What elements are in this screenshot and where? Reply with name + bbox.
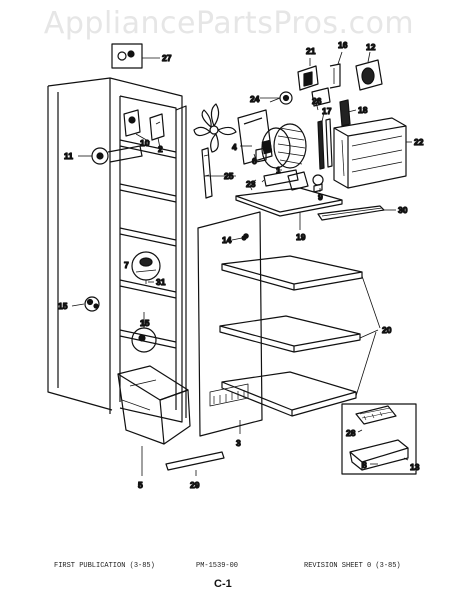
- clamp-6: [255, 147, 267, 163]
- callout-11: 11: [64, 151, 73, 161]
- shelf-bottom: [221, 371, 357, 417]
- callout-5: 5: [138, 480, 143, 490]
- inset-box: [341, 403, 417, 475]
- callout-27: 27: [162, 53, 172, 63]
- grommet-14: [241, 235, 247, 241]
- footer-revision: REVISION SHEET 0 (3-85): [304, 562, 401, 570]
- watermark: AppliancePartsPros.com: [43, 6, 415, 41]
- callout-10: 10: [140, 138, 150, 148]
- callout-29: 29: [190, 480, 200, 490]
- callout-4: 4: [232, 142, 237, 152]
- footer-first-publication: FIRST PUBLICATION (3-85): [54, 562, 155, 570]
- callout-30: 30: [398, 205, 408, 215]
- light-socket-27: [111, 43, 143, 69]
- leader-lines: [71, 51, 412, 476]
- thermostat-10: [123, 109, 141, 137]
- freezer-liner-cabinet: [47, 77, 187, 423]
- shelf-middle: [219, 315, 361, 353]
- callout-23: 23: [246, 179, 256, 189]
- callout-3: 3: [236, 438, 241, 448]
- callout-24: 24: [250, 94, 260, 104]
- bracket-21: [297, 65, 319, 91]
- housing-12: [355, 59, 383, 91]
- callout-20: 20: [382, 325, 392, 335]
- callout-19: 19: [296, 232, 306, 242]
- spacer-18: [339, 99, 351, 127]
- callout-31: 31: [156, 277, 166, 287]
- control-housing-22: [333, 117, 407, 189]
- callout-15b: 15: [140, 318, 150, 328]
- caster-15a: [84, 296, 100, 312]
- bracket-2: [149, 113, 165, 141]
- page-number: C-1: [214, 578, 232, 590]
- fan-assembly: [193, 103, 309, 191]
- callout-12: 12: [366, 42, 376, 52]
- callout-8: 8: [362, 460, 367, 470]
- callout-9: 9: [318, 192, 323, 202]
- clip-16: [329, 63, 341, 89]
- callout-2: 2: [158, 144, 163, 154]
- callout-25: 25: [224, 171, 234, 181]
- callout-18: 18: [358, 105, 368, 115]
- bulb-9: [312, 174, 324, 193]
- callout-21: 21: [306, 46, 316, 56]
- upper-shelf: [235, 187, 343, 217]
- caster-15b: [131, 327, 157, 353]
- callout-28: 28: [346, 428, 356, 438]
- callout-16: 16: [338, 40, 348, 50]
- callout-7: 7: [124, 260, 129, 270]
- bracket-26: [311, 87, 331, 107]
- callout-17: 17: [322, 106, 332, 116]
- heater-23: [250, 169, 299, 191]
- rods-17: [317, 118, 333, 170]
- callout-15a: 15: [58, 301, 68, 311]
- shelf-trim: [317, 205, 385, 221]
- footer-part-number: PM-1539-00: [196, 562, 239, 570]
- callout-1: 1: [276, 165, 281, 175]
- knob-24: [269, 91, 293, 105]
- channel-25: [201, 147, 213, 199]
- kickplate-29: [165, 451, 225, 471]
- freezer-bin: [117, 365, 191, 445]
- callout-22: 22: [414, 137, 424, 147]
- callout-6: 6: [252, 156, 257, 166]
- callout-14: 14: [222, 235, 232, 245]
- ice-maker-7: [131, 251, 161, 281]
- callout-26: 26: [312, 96, 322, 106]
- callout-13: 13: [410, 462, 420, 472]
- shelf-top: [221, 255, 363, 291]
